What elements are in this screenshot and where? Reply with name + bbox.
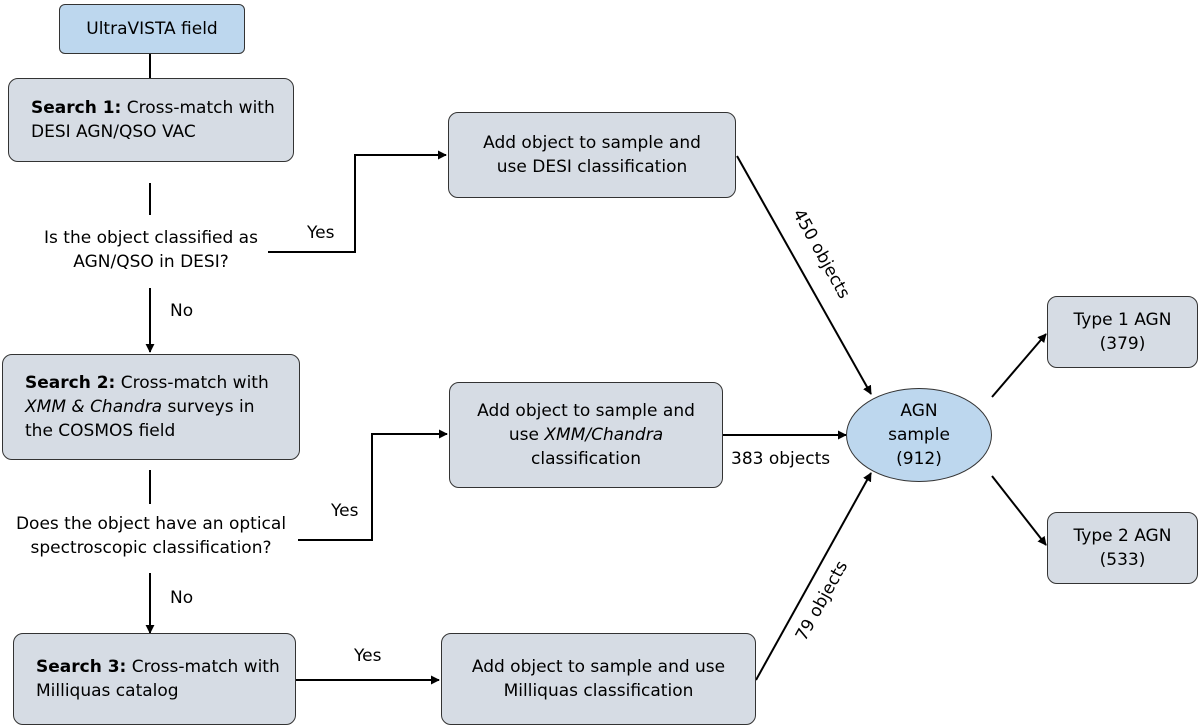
search3-bold: Search 3:	[36, 657, 127, 677]
search2-text: Search 2: Cross-match with XMM & Chandra…	[25, 371, 269, 443]
type2-line2: (533)	[1099, 550, 1146, 570]
question1-line1: Is the object classified as	[44, 228, 258, 248]
add3-line2: Milliquas classification	[503, 681, 694, 701]
search2-box: Search 2: Cross-match with XMM & Chandra…	[2, 354, 300, 460]
search2-xmm: XMM	[25, 397, 66, 417]
question2-line2: spectroscopic classification?	[30, 538, 272, 558]
start-node-ultravista: UltraVISTA field	[59, 4, 245, 54]
add1-line1: Add object to sample and	[483, 133, 701, 153]
connector-agn-type1	[991, 333, 1047, 398]
add2-text: Add object to sample and use XMM/Chandra…	[477, 399, 695, 471]
label-no-1: No	[170, 301, 194, 321]
add1-line2: use DESI classification	[496, 157, 688, 177]
type2-box: Type 2 AGN (533)	[1047, 512, 1198, 584]
search1-line1: Cross-match with	[121, 98, 275, 118]
search2-chandra: Chandra	[90, 397, 163, 417]
search1-text: Search 1: Cross-match with DESI AGN/QSO …	[31, 96, 275, 144]
agn-line1: AGN	[900, 401, 938, 421]
agn-line3: (912)	[896, 449, 942, 469]
search2-bold: Search 2:	[25, 373, 116, 393]
add3-box: Add object to sample and use Milliquas c…	[441, 633, 756, 725]
question2-line1: Does the object have an optical	[15, 514, 287, 534]
start-label: UltraVISTA field	[86, 19, 218, 39]
add2-line1: Add object to sample and	[477, 401, 695, 421]
connector-q2-add2	[298, 429, 448, 541]
type2-text: Type 2 AGN (533)	[1074, 524, 1172, 572]
add3-line1: Add object to sample and use	[471, 657, 726, 677]
search3-line2: Milliquas catalog	[36, 681, 179, 701]
search3-box: Search 3: Cross-match with Milliquas cat…	[13, 633, 296, 725]
add1-text: Add object to sample and use DESI classi…	[483, 131, 701, 179]
search2-line1: Cross-match with	[115, 373, 269, 393]
label-yes-2: Yes	[331, 501, 359, 521]
connector-add3-agn	[755, 472, 872, 681]
connector-agn-type2	[991, 475, 1047, 546]
type1-text: Type 1 AGN (379)	[1074, 308, 1172, 356]
search3-text: Search 3: Cross-match with Milliquas cat…	[36, 655, 280, 703]
add1-box: Add object to sample and use DESI classi…	[448, 112, 736, 198]
type2-line1: Type 2 AGN	[1073, 526, 1172, 546]
add2-line2-pre: use	[508, 425, 545, 445]
question1: Is the object classified as AGN/QSO in D…	[20, 226, 282, 274]
type1-line2: (379)	[1099, 334, 1146, 354]
label-no-2: No	[170, 588, 194, 608]
search1-line2: DESI AGN/QSO VAC	[31, 122, 196, 142]
search2-line3: the COSMOS field	[25, 421, 176, 441]
add2-box: Add object to sample and use XMM/Chandra…	[449, 382, 723, 488]
add2-line3: classification	[531, 449, 641, 469]
search1-bold: Search 1:	[31, 98, 122, 118]
type1-box: Type 1 AGN (379)	[1047, 296, 1198, 368]
label-count-383: 383 objects	[731, 449, 831, 469]
search2-amp: &	[65, 397, 91, 417]
add3-text: Add object to sample and use Milliquas c…	[472, 655, 725, 703]
agn-line2: sample	[888, 425, 950, 445]
search1-box: Search 1: Cross-match with DESI AGN/QSO …	[8, 78, 294, 162]
search3-line1: Cross-match with	[126, 657, 280, 677]
connector-add1-agn	[736, 155, 872, 395]
connector-q1-add1	[268, 150, 447, 253]
type1-line1: Type 1 AGN	[1073, 310, 1172, 330]
question1-line2: AGN/QSO in DESI?	[73, 252, 229, 272]
label-yes-1: Yes	[307, 223, 335, 243]
question2: Does the object have an optical spectros…	[0, 512, 302, 560]
add2-line2-italic: XMM/Chandra	[544, 425, 664, 445]
agn-sample-text: AGN sample (912)	[888, 399, 950, 471]
agn-sample-node: AGN sample (912)	[846, 388, 992, 482]
search2-line2-end: surveys in	[162, 397, 255, 417]
label-yes-3: Yes	[354, 646, 382, 666]
